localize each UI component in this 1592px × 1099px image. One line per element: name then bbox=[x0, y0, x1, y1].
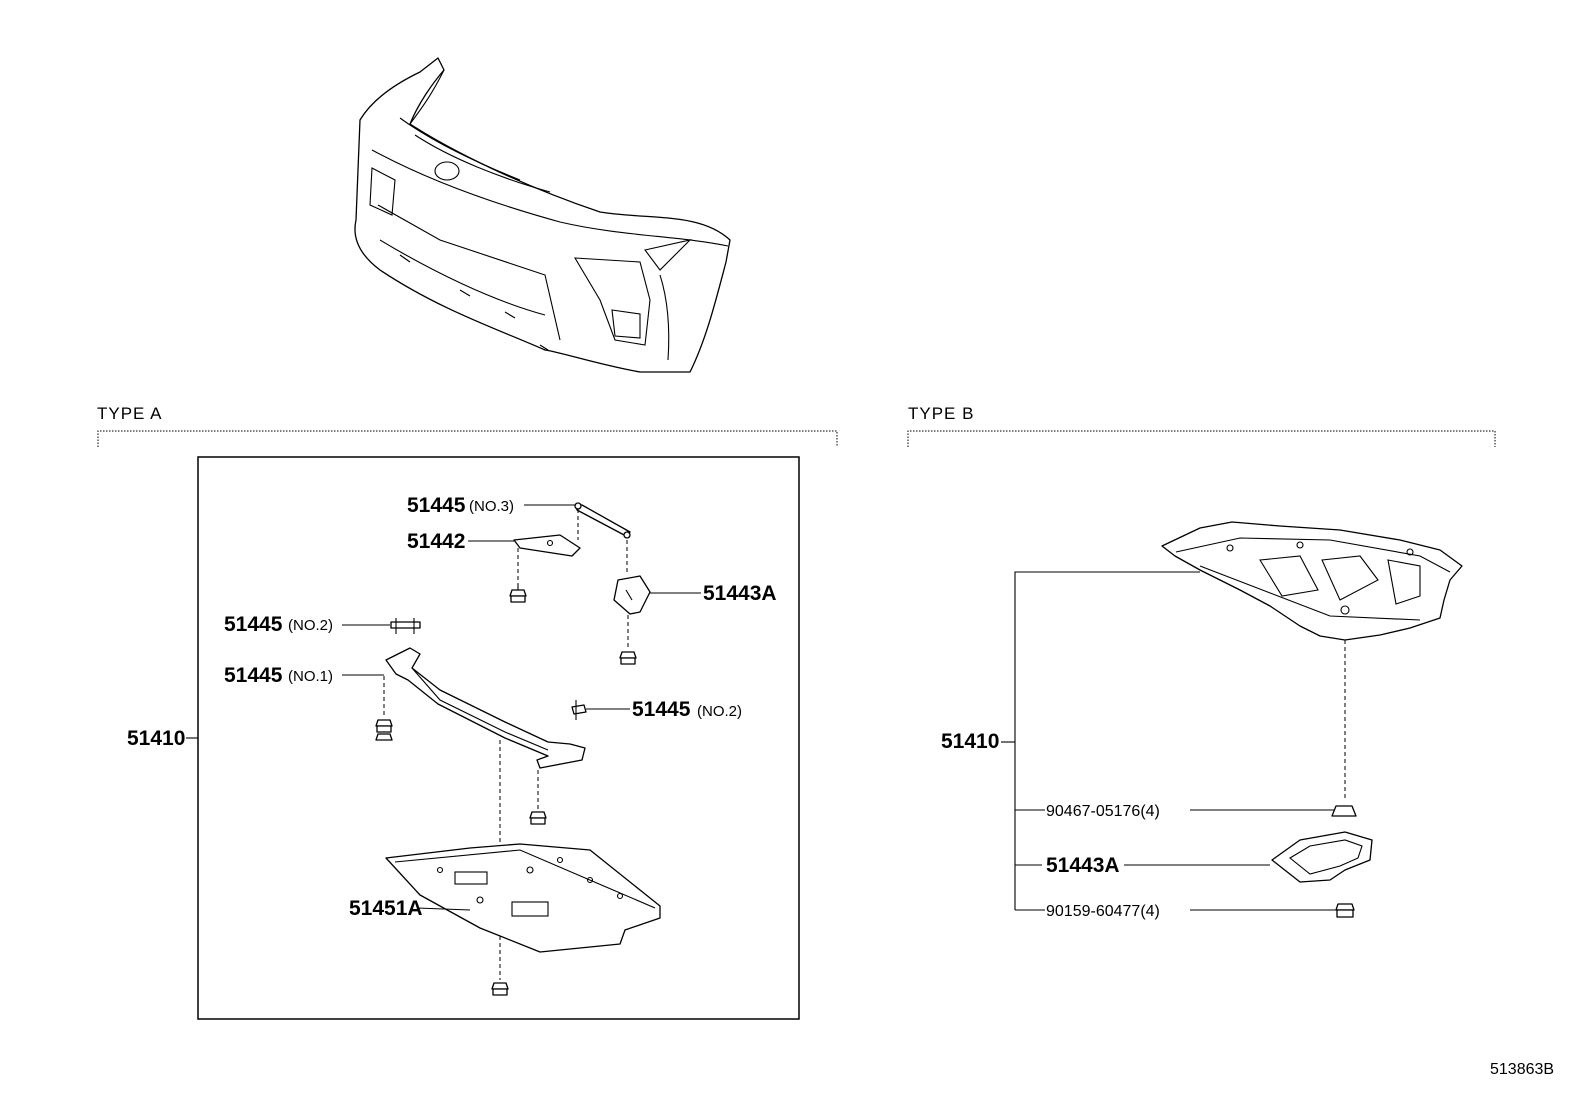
plate-51443a-part bbox=[613, 575, 651, 615]
front-bumper-illustration bbox=[354, 57, 731, 373]
rod-no3-label: 51445 bbox=[407, 494, 466, 517]
rod-no2-right-sub: (NO.2) bbox=[697, 703, 742, 720]
type-b-bracket bbox=[907, 430, 1496, 447]
bracket-51442-label: 51442 bbox=[407, 530, 465, 553]
diagram-code: 513863B bbox=[1490, 1061, 1554, 1078]
rod-no1-sub: (NO.1) bbox=[288, 668, 333, 685]
bolt-icon bbox=[529, 811, 547, 825]
rod-no2-left-part bbox=[390, 618, 421, 634]
plate-51443a-typeb-part bbox=[1271, 831, 1373, 883]
type-a-assembly-label: 51410 bbox=[127, 727, 185, 750]
rod-no3-sub: (NO.3) bbox=[469, 498, 514, 515]
rod-no1-part bbox=[385, 647, 586, 769]
rod-no2-left-sub: (NO.2) bbox=[288, 617, 333, 634]
rod-no2-right-part bbox=[571, 700, 587, 720]
type-a-heading: TYPE A bbox=[97, 404, 163, 423]
plate-51443a-label: 51443A bbox=[703, 582, 777, 605]
bracket-51442-part bbox=[513, 534, 581, 557]
rod-no1-label: 51445 bbox=[224, 664, 283, 687]
bolt-icon bbox=[619, 651, 637, 665]
bolt-icon bbox=[509, 584, 527, 603]
type-b-heading: TYPE B bbox=[908, 404, 974, 423]
cover-51451a-part bbox=[385, 843, 661, 953]
bolt-icon bbox=[375, 719, 393, 741]
type-b-assembly-label: 51410 bbox=[941, 730, 999, 753]
engine-undercover-part bbox=[1161, 521, 1463, 641]
rod-no2-right-label: 51445 bbox=[632, 698, 691, 721]
type-a-bracket bbox=[97, 430, 838, 447]
bolt-label: 90159-60477(4) bbox=[1046, 903, 1160, 920]
clip-nut-part bbox=[1331, 805, 1357, 817]
plate-51443a-typeb-label: 51443A bbox=[1046, 854, 1120, 877]
rod-no2-left-label: 51445 bbox=[224, 613, 283, 636]
bolt-icon bbox=[1335, 903, 1355, 918]
bolt-icon bbox=[491, 982, 509, 996]
rod-no3-part bbox=[574, 502, 631, 539]
nut-label: 90467-05176(4) bbox=[1046, 803, 1160, 820]
cover-51451a-label: 51451A bbox=[349, 897, 423, 920]
